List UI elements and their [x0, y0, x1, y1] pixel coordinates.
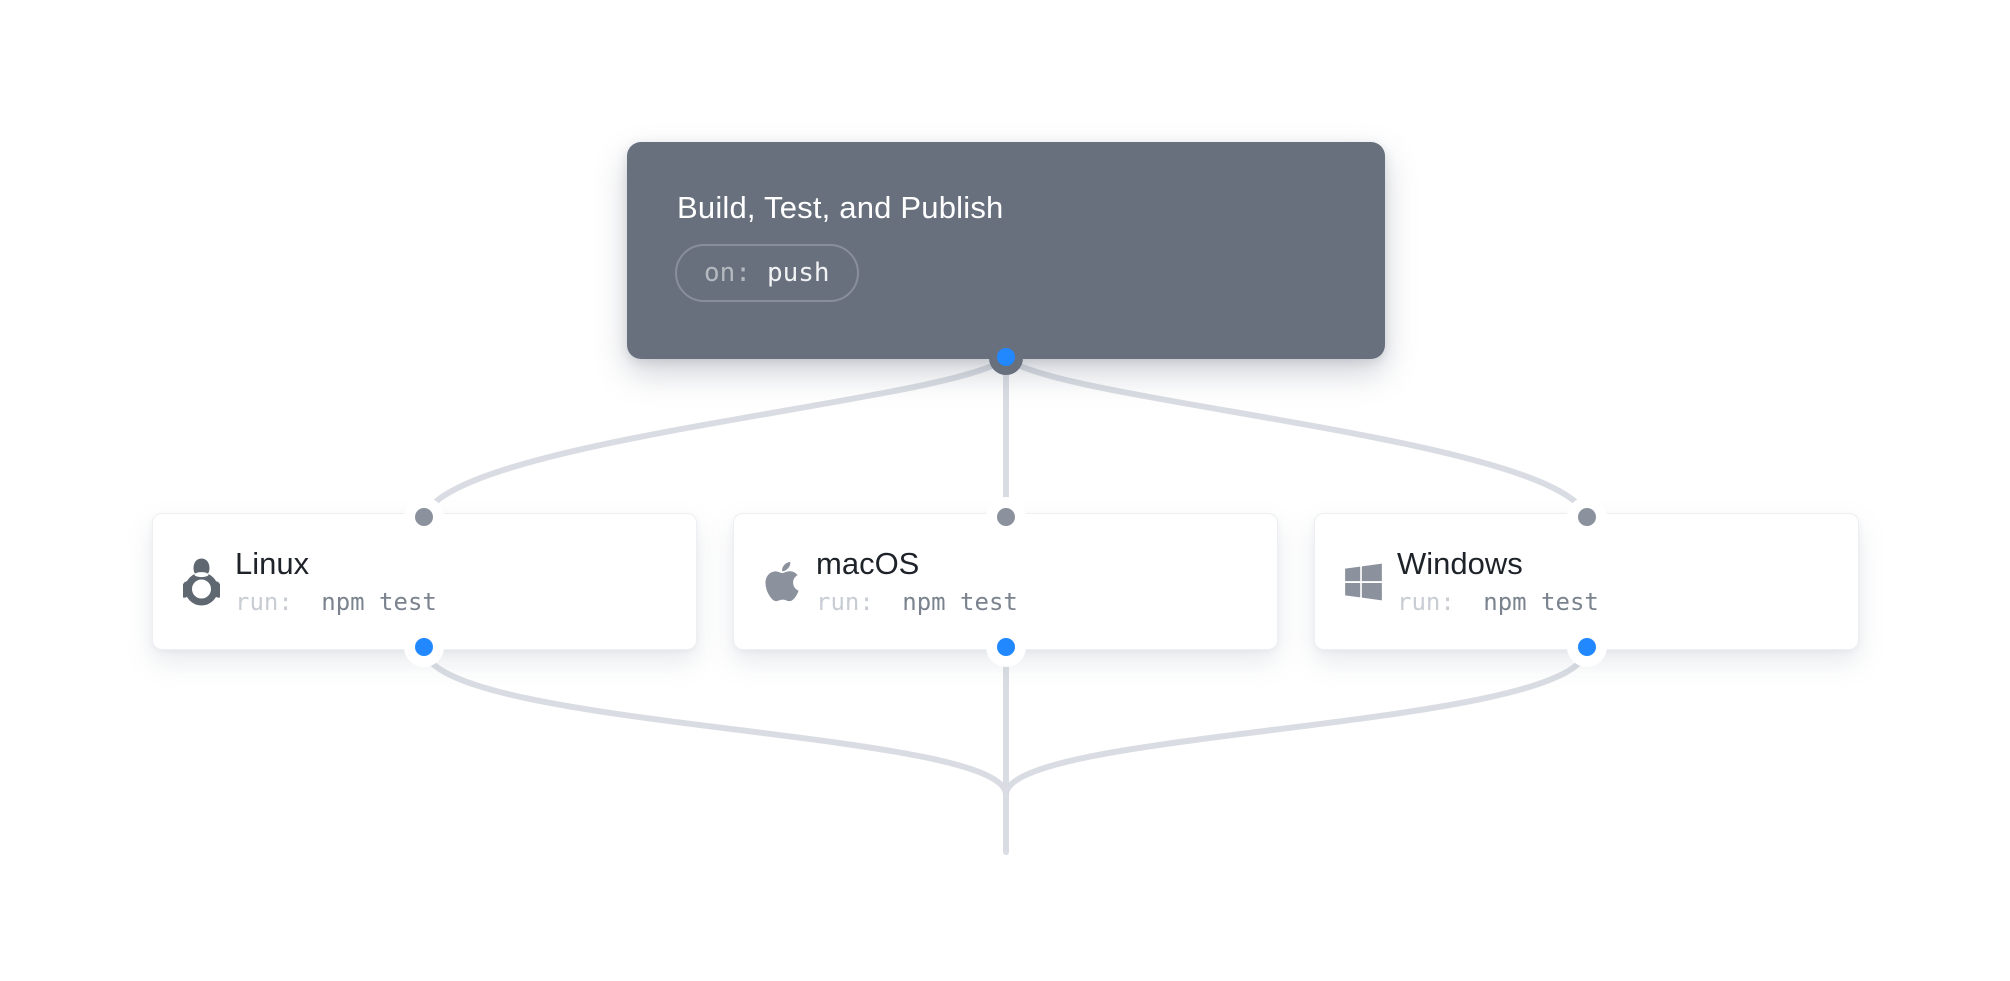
badge-key: on:: [704, 258, 751, 288]
command-value: npm test: [1483, 588, 1599, 616]
badge-value: push: [766, 258, 830, 288]
edge-linux-to-next: [421, 644, 1009, 798]
linux-tux-icon: [179, 557, 223, 607]
apple-icon: [760, 557, 804, 607]
edge-trigger-to-windows: [1003, 355, 1590, 520]
command-key: run:: [235, 588, 293, 616]
job-title: Linux: [235, 546, 310, 581]
linux-input-port-dot: [415, 508, 433, 526]
trigger-card[interactable]: Build, Test, and Publish on: push: [627, 142, 1385, 359]
job-title: macOS: [816, 546, 920, 581]
trigger-event-badge: on: push: [675, 244, 859, 302]
linux-output-port-dot: [415, 638, 433, 656]
edge-trigger-to-linux: [421, 355, 1009, 520]
macos-input-port-dot: [997, 508, 1015, 526]
command-key: run:: [816, 588, 874, 616]
command-value: npm test: [902, 588, 1018, 616]
windows-icon: [1341, 557, 1385, 607]
trigger-title: Build, Test, and Publish: [677, 190, 1004, 225]
command-value: npm test: [321, 588, 437, 616]
windows-input-port-dot: [1578, 508, 1596, 526]
job-command: run: npm test: [235, 588, 437, 616]
edge-windows-to-next: [1003, 644, 1590, 798]
command-key: run:: [1397, 588, 1455, 616]
job-title: Windows: [1397, 546, 1523, 581]
job-command: run: npm test: [1397, 588, 1599, 616]
windows-output-port-dot: [1578, 638, 1596, 656]
trigger-output-port-dot: [997, 348, 1015, 366]
macos-output-port-dot: [997, 638, 1015, 656]
job-command: run: npm test: [816, 588, 1018, 616]
